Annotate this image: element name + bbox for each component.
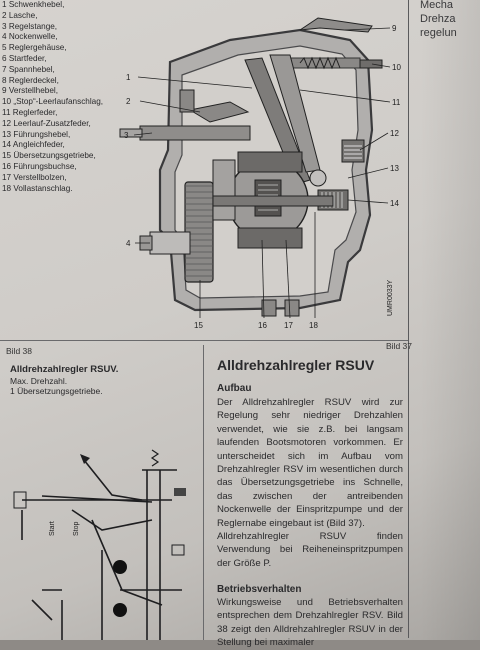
section-divider [0,340,408,341]
section-heading-aufbau: Aufbau [217,383,252,394]
figure-37-caption: Bild 37 [386,341,412,351]
legend-item: 18 Vollastanschlag. [2,183,73,193]
callout-9: 9 [392,24,397,33]
callout-16: 16 [258,321,267,330]
right-column-fragment: Mecha Drehza regelun [420,0,457,39]
legend-item: 7 Spannhebel, [2,64,55,74]
legend-item: 10 „Stop“-Leerlaufanschlag, [2,97,104,107]
legend-item: 15 Übersetzungsgetriebe, [2,151,96,161]
figure-37-governor-drawing: 1 2 3 4 9 10 11 12 13 14 15 16 17 18 UMR… [119,17,401,330]
legend-item: 14 Angleichfeder, [2,140,65,150]
section-text-aufbau-2: Alldrehzahlregler RSUV finden Verwendung… [217,531,403,569]
callout-10: 10 [392,63,401,72]
callout-13: 13 [390,164,399,173]
callout-1: 1 [126,73,131,82]
callout-4: 4 [126,239,131,248]
column-divider [408,0,410,638]
article-title: Alldrehzahlregler RSUV [217,357,375,373]
callout-2: 2 [126,97,131,106]
legend-item: 6 Startfeder, [2,53,47,63]
callout-12: 12 [390,129,399,138]
legend-item: 11 Reglerfeder, [2,107,58,117]
figure-38-schematic: Start Stop [13,449,186,640]
legend-item: 1 Schwenkhebel, [2,0,65,9]
legend-item: 16 Führungsbuchse, [2,161,77,171]
section-text-betriebsverhalten: Wirkungsweise und Betriebsverhalten ents… [217,597,403,649]
callout-18: 18 [309,321,318,330]
legend-item: 2 Lasche, [2,10,38,20]
drawing-code: UMR0033Y [387,279,394,316]
callout-3: 3 [124,131,129,140]
figure-38-caption: Bild 38 [6,346,32,356]
figure-38-notes: Max. Drehzahl. 1 Übersetzungsgetriebe. [10,376,103,396]
start-label: Start [49,521,56,536]
legend-item: 4 Nockenwelle, [2,32,58,42]
legend-item: 8 Reglerdeckel, [2,75,59,85]
part-legend: 1 Schwenkhebel, 2 Lasche, 3 Regelstange,… [2,0,130,194]
legend-item: 3 Regelstange, [2,21,58,31]
figure-divider [203,345,204,640]
legend-item: 9 Verstellhebel, [2,86,58,96]
section-heading-betriebsverhalten: Betriebsverhalten [217,584,302,595]
section-text-aufbau: Der Alldrehzahlregler RSUV wird zur Rege… [217,397,403,529]
legend-item: 12 Leerlauf-Zusatzfeder, [2,118,91,128]
callout-17: 17 [284,321,293,330]
callout-15: 15 [194,321,203,330]
callout-11: 11 [392,98,401,107]
callout-14: 14 [390,199,399,208]
stop-label: Stop [73,521,80,536]
figure-38-title: Alldrehzahlregler RSUV. [10,364,119,375]
legend-item: 17 Verstellbolzen, [2,172,67,182]
legend-item: 13 Führungshebel, [2,129,71,139]
legend-item: 5 Reglergehäuse, [2,43,67,53]
